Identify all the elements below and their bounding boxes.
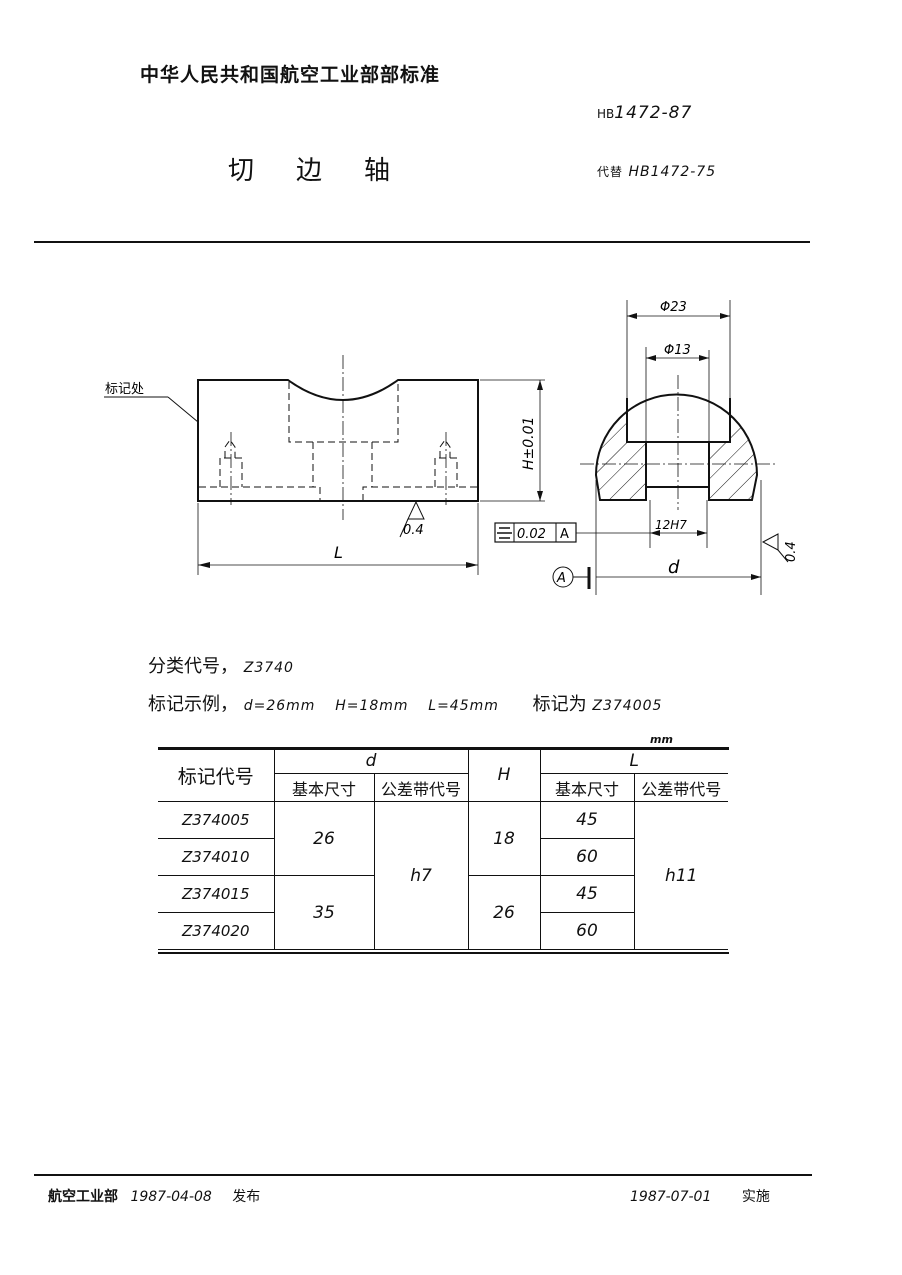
row-l-tolerance: h11 (633, 801, 728, 950)
side-roughness-value: 0.4 (784, 541, 799, 562)
inner-diameter-dimension: Φ13 (645, 343, 710, 442)
technical-drawing: 标记处 (104, 300, 799, 595)
header-l-tolerance: 公差带代号 (633, 773, 728, 802)
effective-info: 1987-07-01 实施 (630, 1186, 770, 1206)
header-l: L (539, 748, 728, 774)
table-unit: mm (650, 733, 673, 746)
marking-result-label: 标记为 (532, 694, 587, 715)
row-l-basic: 60 (539, 838, 635, 876)
header-l-basic: 基本尺寸 (539, 773, 635, 802)
title-char-1: 切 (228, 156, 255, 186)
side-view: Φ23 Φ13 12H7 (494, 300, 799, 595)
outer-diameter-label: Φ23 (660, 300, 687, 315)
header-d-tolerance: 公差带代号 (373, 773, 469, 802)
marking-example-l: L=45mm (428, 698, 499, 714)
row-d-basic: 35 (273, 875, 375, 950)
spec-table: 标记代号 d H L 基本尺寸 公差带代号 基本尺寸 公差带代号 Z374005… (158, 748, 728, 950)
length-dim-label: L (334, 543, 343, 562)
height-dimension: H±0.01 (480, 379, 545, 502)
classification-value: Z3740 (243, 660, 294, 676)
classification-code: 分类代号， Z3740 (148, 656, 294, 677)
row-h: 26 (467, 875, 541, 950)
row-h: 18 (467, 801, 541, 876)
header-h: H (467, 748, 541, 802)
table-row: Z374010 60 (158, 838, 728, 876)
width-dimension: d A (552, 480, 762, 595)
document-title: 切边轴 (228, 150, 432, 187)
replaces-label: 代替 (597, 165, 624, 179)
marking-example-d: d=26mm (243, 698, 316, 714)
marking-callout: 标记处 (104, 382, 199, 423)
issue-info: 航空工业部 1987-04-08 发布 (48, 1186, 260, 1206)
marking-result-value: Z374005 (592, 698, 663, 714)
row-d-basic: 26 (273, 801, 375, 876)
front-roughness-symbol: 0.4 (399, 500, 425, 538)
standard-prefix: HB (597, 107, 615, 121)
marking-label: 标记处 (105, 382, 144, 397)
standard-number-value: 1472-87 (614, 103, 693, 123)
issue-label: 发布 (232, 1189, 261, 1205)
row-code: Z374020 (158, 912, 275, 950)
issue-date: 1987-04-08 (130, 1189, 212, 1205)
standard-number: HB1472-87 (597, 103, 692, 123)
table-bottom-rule (158, 952, 729, 954)
symmetry-icon (497, 527, 512, 539)
row-l-basic: 45 (539, 801, 635, 839)
side-roughness-symbol: 0.4 (761, 533, 799, 563)
effective-date: 1987-07-01 (630, 1189, 712, 1205)
table-row: Z374020 60 (158, 912, 728, 950)
issuer: 航空工业部 (48, 1189, 118, 1205)
header-d: d (273, 748, 469, 774)
tolerance-datum: A (560, 527, 569, 542)
replaces-number: HB1472-75 (628, 164, 717, 180)
outer-diameter-dimension: Φ23 (626, 300, 731, 398)
classification-label: 分类代号 (148, 656, 220, 677)
row-code: Z374015 (158, 875, 275, 913)
row-code: Z374005 (158, 801, 275, 839)
effective-label: 实施 (741, 1189, 770, 1205)
row-d-tolerance: h7 (373, 801, 469, 950)
title-char-2: 边 (296, 156, 323, 186)
front-roughness-value: 0.4 (403, 523, 424, 538)
table-row: Z374015 35 26 45 (158, 875, 728, 950)
header-code: 标记代号 (158, 748, 275, 802)
issuing-organization: 中华人民共和国航空工业部部标准 (140, 64, 441, 86)
row-l-basic: 45 (539, 875, 635, 913)
slot-width-label: 12H7 (655, 518, 687, 532)
length-dimension: L (197, 503, 479, 575)
marking-example-label: 标记示例 (148, 694, 220, 715)
symmetry-tolerance-frame: 0.02 A (494, 522, 577, 543)
replaces-standard: 代替 HB1472-75 (597, 163, 716, 180)
header-d-basic: 基本尺寸 (273, 773, 375, 802)
tolerance-value: 0.02 (517, 527, 546, 542)
front-view: 标记处 (104, 355, 545, 575)
table-row: Z374005 26 h7 18 45 h11 (158, 801, 728, 950)
inner-diameter-label: Φ13 (664, 343, 691, 358)
datum-label: A (556, 571, 566, 586)
row-l-basic: 60 (539, 912, 635, 950)
marking-example: 标记示例， d=26mm H=18mm L=45mm 标记为 Z374005 (148, 694, 663, 715)
width-dim-label: d (668, 557, 680, 578)
height-dim-label: H±0.01 (521, 417, 537, 470)
row-code: Z374010 (158, 838, 275, 876)
slot-width-dimension: 12H7 (576, 500, 708, 548)
marking-example-h: H=18mm (335, 698, 409, 714)
title-char-3: 轴 (364, 156, 391, 186)
header-divider (34, 241, 810, 243)
footer-divider (34, 1174, 812, 1176)
